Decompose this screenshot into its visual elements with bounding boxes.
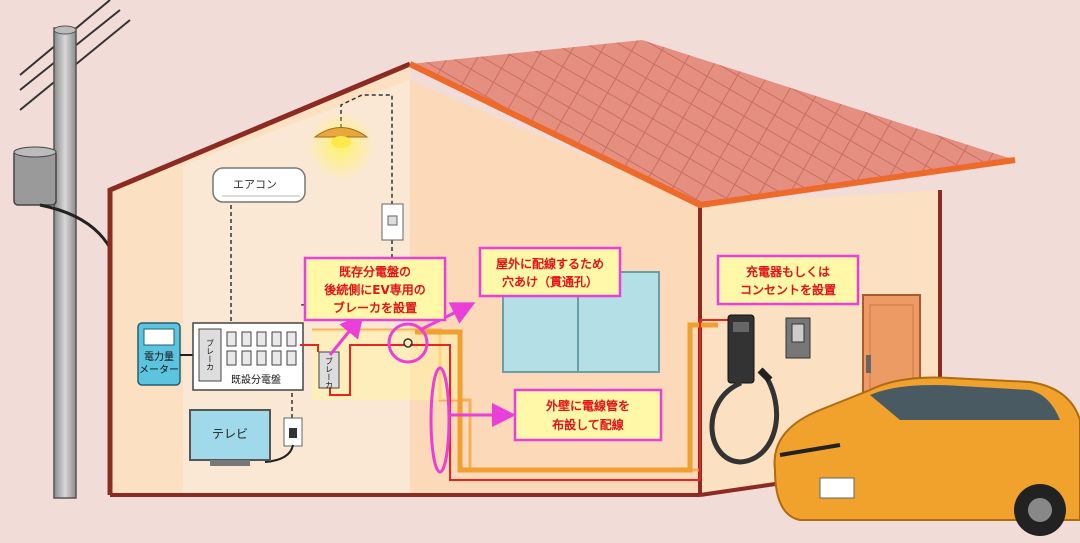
- callout-conduit-line2: 布設して配線: [552, 417, 624, 432]
- electric-car: [773, 376, 1080, 536]
- aircon-label: エアコン: [233, 178, 277, 191]
- ev-charger: [709, 314, 780, 465]
- ev-breaker-label: ブレーカ: [325, 356, 334, 389]
- ev-breaker: [318, 351, 340, 389]
- ev-wiring: ブレーカ: [300, 319, 728, 481]
- roof: [410, 40, 1015, 205]
- callout-charger-line1: 充電器もしくは: [746, 264, 830, 279]
- callout-hole-line1: 屋外に配線するため: [496, 256, 604, 271]
- panel-label: 既設分電盤: [231, 373, 281, 386]
- callout-breaker-line3: ブレーカを設置: [333, 300, 417, 315]
- tv-label: テレビ: [212, 427, 248, 441]
- ev-outlet-icon: [785, 317, 811, 359]
- wall-hole-marker: [387, 322, 429, 364]
- callout-conduit: 外壁に電線管を 布設して配線: [513, 388, 663, 442]
- distribution-panel: ブレーカ 既設分電盤: [192, 322, 304, 391]
- conduit-marker: [429, 366, 451, 474]
- callout-charger: 充電器もしくは コンセントを設置: [716, 254, 860, 306]
- ceiling-lamp-icon: [307, 112, 375, 180]
- callout-charger-line2: コンセントを設置: [740, 282, 836, 297]
- callout-breaker-line2: 後続側にEV専用の: [324, 282, 426, 297]
- callout-breaker: 既存分電盤の 後続側にEV専用の ブレーカを設置: [303, 256, 447, 322]
- callout-conduit-line1: 外壁に電線管を: [546, 398, 630, 413]
- power-meter: 電力量 メーター: [137, 322, 181, 386]
- callout-breaker-line1: 既存分電盤の: [339, 264, 411, 279]
- utility-pole: [13, 0, 141, 499]
- air-conditioner: エアコン: [212, 167, 306, 203]
- panel-breaker-label: ブレーカ: [206, 338, 215, 371]
- meter-label-2: メーター: [139, 364, 179, 376]
- television: テレビ: [189, 409, 271, 466]
- callout-hole-line2: 穴あけ（貫通孔）: [502, 274, 598, 289]
- meter-label-1: 電力量: [144, 350, 174, 363]
- callout-hole: 屋外に配線するため 穴あけ（貫通孔）: [478, 246, 622, 298]
